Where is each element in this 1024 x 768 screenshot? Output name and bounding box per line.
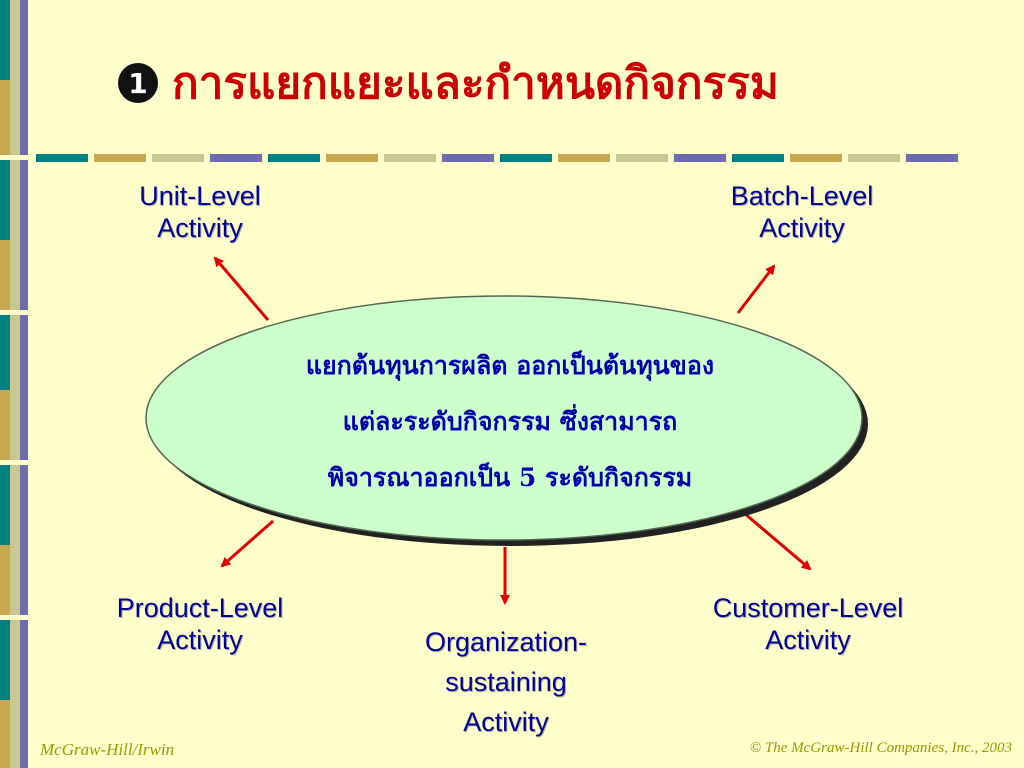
- unit-level-line-2: Activity: [157, 213, 243, 243]
- center-ellipse: [145, 295, 863, 541]
- center-line-1: แยกต้นทุนการผลิต ออกเป็นต้นทุนของ: [305, 351, 715, 380]
- title-divider: [36, 154, 984, 162]
- product-level-line-2: Activity: [157, 625, 243, 655]
- center-description: แยกต้นทุนการผลิต ออกเป็นต้นทุนของ แต่ละร…: [185, 338, 835, 506]
- footer-copyright: © The McGraw-Hill Companies, Inc., 2003: [749, 740, 1012, 756]
- center-line-3: พิจารณาออกเป็น 5 ระดับกิจกรรม: [327, 463, 693, 492]
- arrow-to-unit-level: [213, 256, 270, 321]
- arrow-to-batch-level: [736, 264, 776, 314]
- batch-level-line-1: Batch-Level: [730, 181, 874, 211]
- product-level-activity: Product-Level Activity: [86, 592, 314, 656]
- organization-line-2: sustaining: [445, 667, 567, 697]
- batch-level-line-2: Activity: [759, 213, 845, 243]
- center-line-2: แต่ละระดับกิจกรรม ซึ่งสามารถ: [342, 407, 678, 436]
- organization-line-3: Activity: [463, 707, 549, 737]
- customer-level-activity: Customer-Level Activity: [680, 592, 936, 656]
- title-text: การแยกแยะและกำหนดกิจกรรม: [172, 58, 779, 109]
- arrow-to-customer-level: [743, 511, 812, 571]
- customer-level-line-2: Activity: [765, 625, 851, 655]
- unit-level-activity: Unit-Level Activity: [108, 180, 292, 244]
- organization-sustaining-activity: Organization- sustaining Activity: [390, 622, 622, 742]
- slide-title: 1 การแยกแยะและกำหนดกิจกรรม: [118, 48, 779, 118]
- circled-number-icon: 1: [118, 63, 158, 103]
- organization-line-1: Organization-: [424, 627, 588, 657]
- product-level-line-1: Product-Level: [116, 593, 284, 623]
- left-decorative-border: [0, 0, 36, 768]
- unit-level-line-1: Unit-Level: [139, 181, 261, 211]
- arrow-to-product-level: [220, 519, 274, 568]
- footer-publisher: McGraw-Hill/Irwin: [40, 740, 175, 759]
- customer-level-line-1: Customer-Level: [712, 593, 904, 623]
- batch-level-activity: Batch-Level Activity: [702, 180, 902, 244]
